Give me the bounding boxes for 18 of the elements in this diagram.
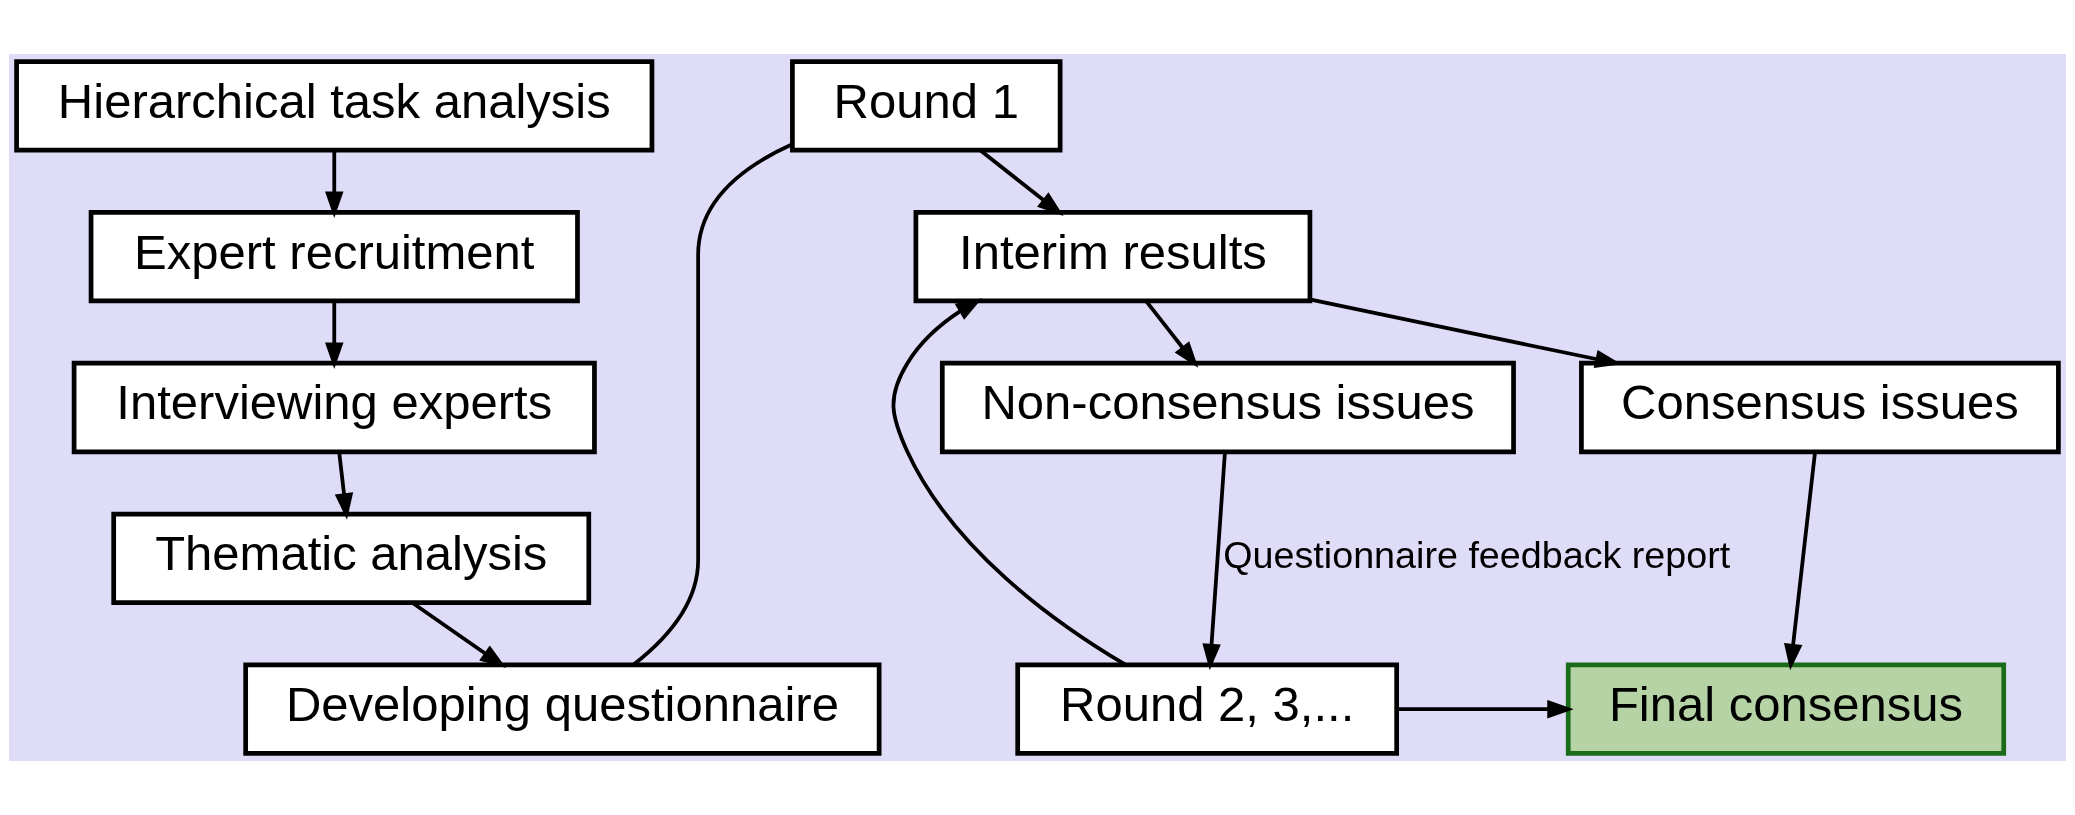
node-box: Developing questionnaire [243, 662, 882, 756]
edge-label: Questionnaire feedback report [1223, 533, 1731, 576]
node-box: Expert recruitment [88, 210, 580, 304]
node-box: Round 1 [790, 59, 1063, 153]
node-box: Consensus issues [1579, 360, 2061, 455]
arrow [334, 451, 354, 520]
arrow [1202, 451, 1227, 671]
node-box: Final consensus [1565, 662, 2007, 756]
arrow [1397, 699, 1574, 719]
arrow [325, 301, 344, 369]
node-box: Hierarchical task analysis [14, 59, 655, 153]
node-box: Interim results [913, 210, 1313, 304]
arrow [325, 150, 344, 219]
arrow [1784, 451, 1817, 671]
node-box: Non-consensus issues [939, 360, 1516, 455]
node-box: Round 2, 3,... [1015, 662, 1399, 756]
node-box: Interviewing experts [71, 360, 597, 455]
node-box: Thematic analysis [111, 511, 592, 605]
